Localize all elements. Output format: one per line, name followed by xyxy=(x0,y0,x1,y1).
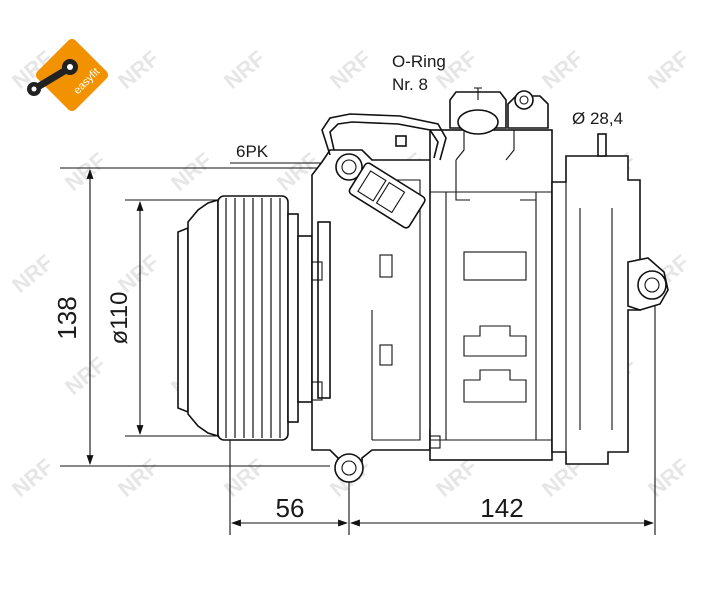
electrical-connector xyxy=(321,113,447,229)
watermark-mark: NRF xyxy=(537,46,588,94)
wrench-icon xyxy=(27,59,78,96)
watermark-mark: NRF xyxy=(7,250,58,298)
clutch-pulley xyxy=(177,195,313,441)
logo-tile xyxy=(35,38,109,112)
watermark-mark: NRF xyxy=(219,46,270,94)
watermark-mark: NRF xyxy=(325,46,376,94)
overall-height-label: 138 xyxy=(52,296,82,339)
watermark-mark: NRF xyxy=(60,148,111,196)
compressor-body xyxy=(429,87,553,461)
watermark-mark: NRF xyxy=(60,352,111,400)
dimension-lines xyxy=(60,162,656,535)
watermark-mark: NRF xyxy=(166,148,217,196)
watermark-mark: NRF xyxy=(643,46,694,94)
watermark-mark: NRF xyxy=(219,454,270,502)
oring-label-line1: O-Ring xyxy=(392,52,446,71)
watermark-mark: NRF xyxy=(113,46,164,94)
outlet-diameter-label: Ø 28,4 xyxy=(572,109,623,128)
pulley-offset-label: 56 xyxy=(276,493,305,523)
pulley-diameter-label: ø110 xyxy=(106,292,133,345)
pulley-grooves-label: 6PK xyxy=(236,142,269,161)
rear-cover xyxy=(551,133,669,465)
pulley-grooves xyxy=(225,198,281,438)
watermark-mark: NRF xyxy=(113,250,164,298)
oring-label-line2: Nr. 8 xyxy=(392,75,428,94)
watermark-mark: NRF xyxy=(431,454,482,502)
body-length-label: 142 xyxy=(480,493,523,523)
watermark-mark: NRF xyxy=(643,454,694,502)
watermark-mark: NRF xyxy=(7,454,58,502)
watermark-mark: NRF xyxy=(113,454,164,502)
easyfit-logo: easyfit xyxy=(35,38,109,112)
front-housing xyxy=(311,149,457,483)
